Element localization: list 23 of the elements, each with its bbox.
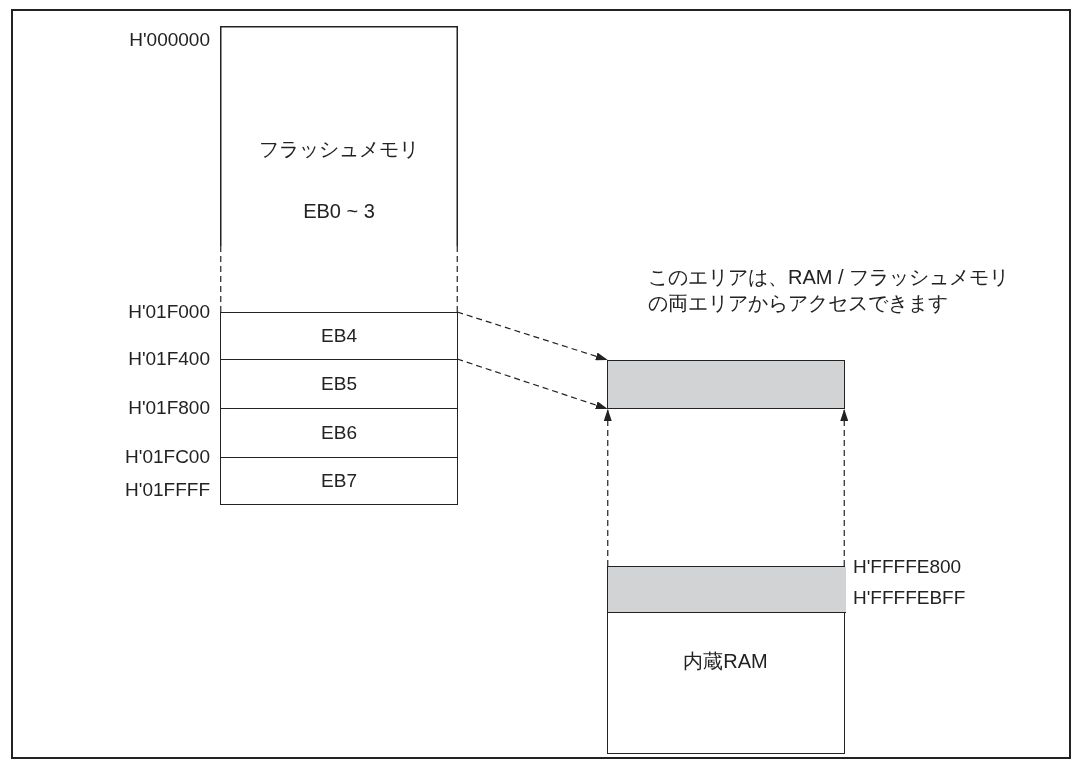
memory-block: EB4 <box>220 312 458 359</box>
arrow <box>456 311 609 361</box>
address-label: H'FFFFEBFF <box>853 587 966 609</box>
address-label: H'01F400 <box>128 348 210 370</box>
note-text: このエリアは、RAM / フラッシュメモリの両エリアからアクセスできます <box>648 265 1011 316</box>
address-label: H'01F000 <box>128 301 210 323</box>
arrow <box>603 408 612 567</box>
address-label: H'01FC00 <box>125 446 210 468</box>
address-label: H'01F800 <box>128 397 210 419</box>
memory-block: EB7 <box>220 457 458 505</box>
arrow <box>456 358 609 410</box>
address-label: H'FFFFE800 <box>853 556 962 578</box>
memory-name: フラッシュメモリ <box>258 138 420 160</box>
memory-name: 内蔵RAM <box>682 650 769 672</box>
block-range: EB0 ~ 3 <box>302 200 376 222</box>
address-label: H'01FFFF <box>125 479 210 501</box>
memory-block: EB6 <box>220 408 458 457</box>
address-label: H'000000 <box>129 29 210 51</box>
memory-block: EB5 <box>220 359 458 408</box>
shared-area-box <box>608 567 846 613</box>
shared-area-box <box>607 360 845 409</box>
arrow <box>840 408 849 567</box>
memory-block <box>607 566 845 754</box>
